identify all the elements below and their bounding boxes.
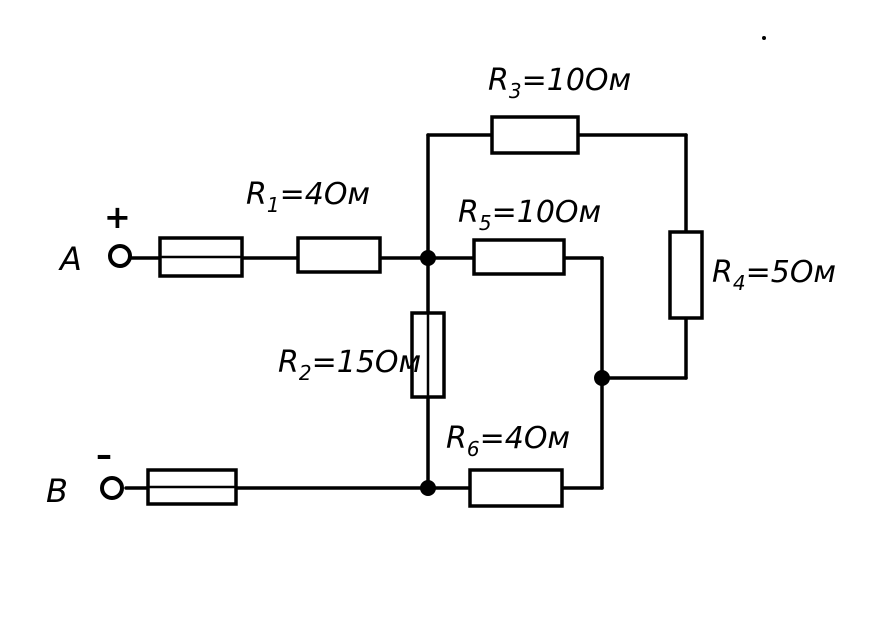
label-r4-name: R [712, 255, 733, 290]
terminal-b: B – [46, 436, 124, 510]
label-r5-value: =10Ом [492, 195, 602, 230]
label-r4-value: =5Ом [746, 255, 836, 290]
label-r4: R4=5Ом [712, 255, 836, 295]
label-r2-value: =15Ом [312, 345, 422, 380]
label-r2-index: 2 [299, 361, 312, 385]
label-r3-value: =10Ом [522, 63, 632, 98]
label-r5-index: 5 [479, 211, 492, 235]
junctions [420, 250, 610, 496]
resistor-labels: R1=4Ом R2=15Ом R3=10Ом R4=5Ом R5=10Ом R6… [246, 63, 836, 461]
label-r5: R5=10Ом [458, 195, 601, 235]
label-r1-index: 1 [267, 193, 280, 217]
terminal-a-label: A [58, 240, 82, 278]
label-r2-name: R [278, 345, 299, 380]
junction-node-1 [420, 250, 436, 266]
wires [124, 133, 688, 490]
label-r1: R1=4Ом [246, 177, 370, 217]
junction-node-3 [594, 370, 610, 386]
resistor-r5 [472, 238, 566, 276]
terminal-b-label: B [46, 472, 68, 510]
label-r3-index: 3 [509, 79, 522, 103]
resistor-r6 [468, 468, 564, 508]
label-r6-name: R [446, 421, 467, 456]
label-r5-name: R [458, 195, 479, 230]
label-r3: R3=10Ом [488, 63, 631, 103]
label-r2: R2=15Ом [278, 345, 421, 385]
resistor-r3 [490, 115, 580, 155]
label-r1-name: R [246, 177, 267, 212]
terminal-b-circle [100, 476, 124, 500]
terminal-a-sign: + [104, 198, 131, 236]
terminal-a-circle [108, 244, 132, 268]
resistor-r1 [296, 236, 382, 274]
scan-speck [762, 36, 766, 40]
resistor-r4 [668, 230, 704, 320]
label-r6-value: =4Ом [480, 421, 570, 456]
label-r3-name: R [488, 63, 509, 98]
terminal-a: A + [58, 198, 132, 278]
resistors [146, 115, 704, 508]
label-r4-index: 4 [733, 271, 746, 295]
label-r6-index: 6 [467, 437, 480, 461]
terminal-b-sign: – [96, 436, 112, 474]
junction-node-2 [420, 480, 436, 496]
label-r6: R6=4Ом [446, 421, 570, 461]
label-r1-value: =4Ом [280, 177, 370, 212]
